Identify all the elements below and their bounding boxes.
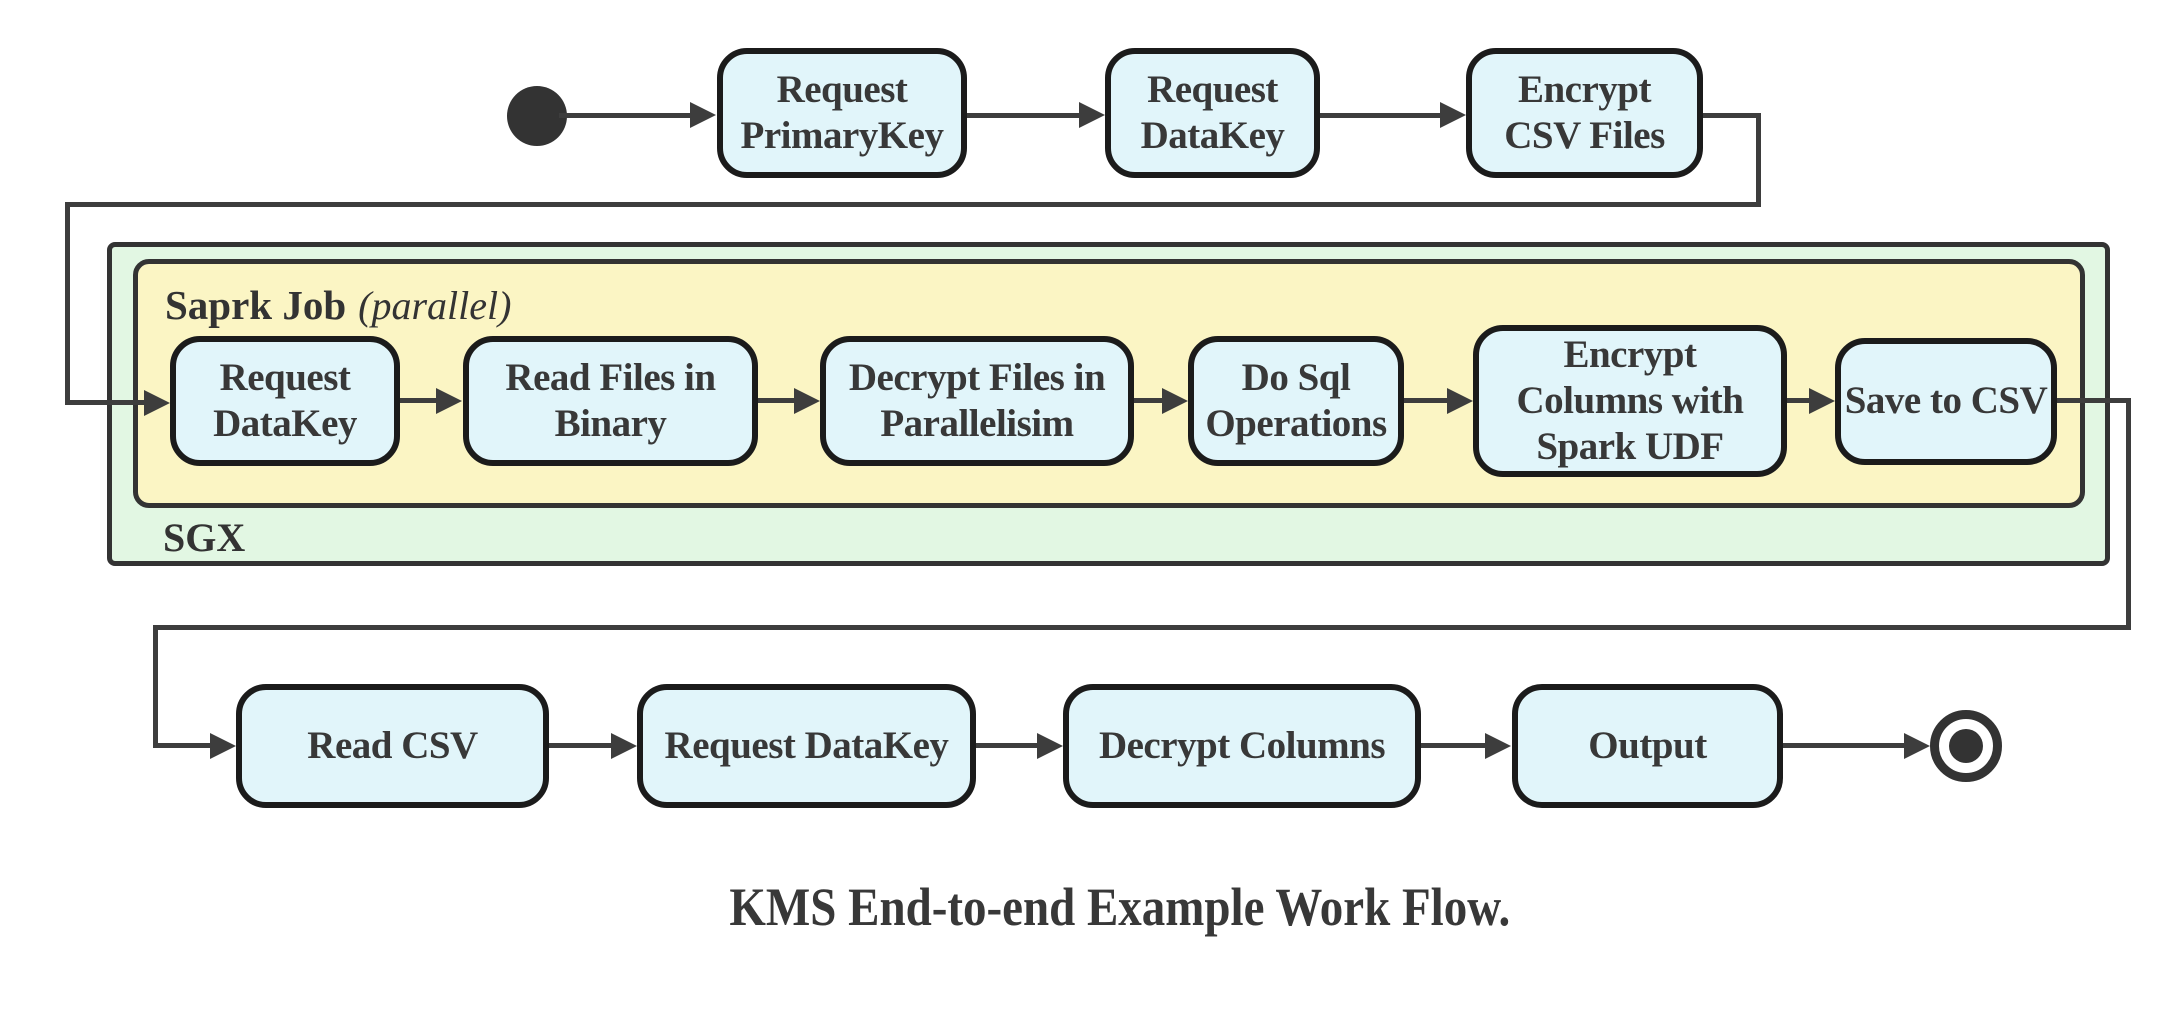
start-state-icon — [507, 86, 567, 146]
connector-line — [153, 625, 2131, 630]
connector-line — [1134, 398, 1162, 403]
node-label: Request DataKey — [664, 723, 949, 767]
arrowhead-icon — [1079, 102, 1105, 128]
node-request-datakey-spark: Request DataKey — [170, 336, 400, 466]
node-request-primarykey: Request PrimaryKey — [717, 48, 967, 178]
final-state-dot — [1949, 729, 1983, 763]
node-label: Request DataKey — [1140, 67, 1285, 157]
node-label: Output — [1588, 723, 1707, 767]
arrowhead-icon — [1809, 388, 1835, 414]
final-state-icon — [1930, 710, 2002, 782]
node-request-datakey-top: Request DataKey — [1105, 48, 1320, 178]
spark-job-title-mode: (parallel) — [358, 283, 512, 328]
connector-line — [400, 398, 436, 403]
connector-line — [1421, 743, 1485, 748]
connector-line — [758, 398, 794, 403]
node-encrypt-csv-files: Encrypt CSV Files — [1466, 48, 1703, 178]
node-encrypt-columns-with-spark-udf: Encrypt Columns with Spark UDF — [1473, 325, 1787, 477]
arrowhead-icon — [690, 102, 716, 128]
arrowhead-icon — [436, 388, 462, 414]
node-read-files-in-binary: Read Files in Binary — [463, 336, 758, 466]
node-label: Read Files in Binary — [505, 355, 716, 445]
connector-line — [1787, 398, 1809, 403]
node-do-sql-operations: Do Sql Operations — [1188, 336, 1404, 466]
arrowhead-icon — [794, 388, 820, 414]
connector-line — [1404, 398, 1447, 403]
connector-line — [153, 625, 158, 746]
node-save-to-csv: Save to CSV — [1835, 338, 2057, 465]
connector-line — [967, 113, 1079, 118]
sgx-label: SGX — [163, 515, 246, 560]
connector-line — [976, 743, 1037, 748]
node-label: Encrypt CSV Files — [1504, 67, 1665, 157]
node-decrypt-files-in-parallelisim: Decrypt Files in Parallelisim — [820, 336, 1134, 466]
connector-line — [65, 202, 1761, 207]
node-label: Request PrimaryKey — [740, 67, 944, 157]
node-label: Do Sql Operations — [1205, 355, 1387, 445]
arrowhead-icon — [1162, 388, 1188, 414]
connector-line — [1756, 113, 1761, 207]
connector-line — [2057, 398, 2131, 403]
connector-line — [153, 743, 210, 748]
arrowhead-icon — [611, 733, 637, 759]
diagram-caption: KMS End-to-end Example Work Flow. — [30, 880, 2179, 934]
node-label: Decrypt Columns — [1098, 723, 1386, 767]
arrowhead-icon — [210, 733, 236, 759]
diagram-caption-text: KMS End-to-end Example Work Flow. — [729, 877, 1510, 937]
connector-line — [1703, 113, 1761, 118]
connector-line — [1783, 743, 1904, 748]
node-read-csv: Read CSV — [236, 684, 549, 808]
arrowhead-icon — [1037, 733, 1063, 759]
node-label: Request DataKey — [213, 355, 357, 445]
connector-line — [65, 400, 144, 405]
arrowhead-icon — [1485, 733, 1511, 759]
node-decrypt-columns: Decrypt Columns — [1063, 684, 1421, 808]
connector-line — [2126, 398, 2131, 630]
connector-line — [549, 743, 611, 748]
connector-line — [559, 113, 690, 118]
spark-job-title-name: Saprk Job — [165, 282, 347, 328]
arrowhead-icon — [1904, 733, 1930, 759]
node-request-datakey-bottom: Request DataKey — [637, 684, 976, 808]
node-label: Decrypt Files in Parallelisim — [848, 355, 1106, 445]
node-label: Read CSV — [307, 723, 478, 767]
arrowhead-icon — [144, 390, 170, 416]
arrowhead-icon — [1440, 102, 1466, 128]
connector-line — [1320, 113, 1440, 118]
node-label: Save to CSV — [1844, 379, 2048, 423]
node-label: Encrypt Columns with Spark UDF — [1516, 332, 1744, 468]
spark-job-title: Saprk Job(parallel) — [165, 281, 511, 329]
arrowhead-icon — [1447, 388, 1473, 414]
node-output: Output — [1512, 684, 1783, 808]
connector-line — [65, 202, 70, 405]
